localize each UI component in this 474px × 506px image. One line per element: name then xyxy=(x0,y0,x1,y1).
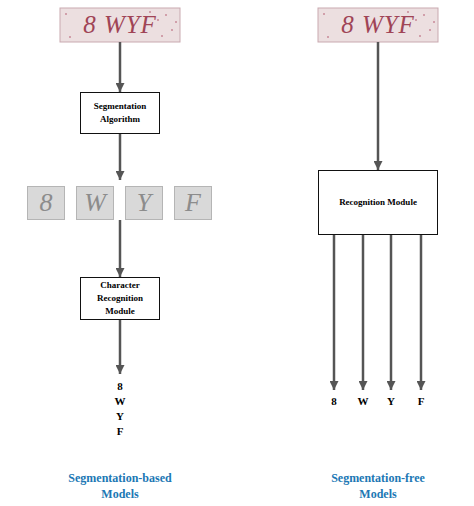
captcha-image xyxy=(60,8,180,42)
noise-dot xyxy=(415,19,417,21)
output-character: Y xyxy=(116,410,124,422)
noise-dot xyxy=(175,21,177,23)
output-character: F xyxy=(418,395,425,407)
output-character: F xyxy=(117,425,124,437)
flow-arrow xyxy=(377,42,380,170)
output-arrow xyxy=(362,235,365,390)
captcha-text: 8 WYF xyxy=(83,11,157,39)
noise-dot xyxy=(171,29,173,31)
output-character: 8 xyxy=(117,380,123,392)
model-caption: Segmentation-based Models xyxy=(58,471,183,502)
flow-arrow xyxy=(119,42,122,92)
character-image: 8 xyxy=(27,186,65,220)
output-arrows xyxy=(120,235,421,390)
output-arrow xyxy=(390,235,393,390)
flow-arrow xyxy=(119,220,122,277)
segmented-characters: 8WYF xyxy=(27,180,212,220)
process-box: Segmentation Algorithm xyxy=(80,92,160,134)
noise-dot xyxy=(419,35,421,37)
output-character: W xyxy=(115,395,126,407)
character-image: W xyxy=(76,186,114,220)
output-character: W xyxy=(358,395,369,407)
connectors xyxy=(120,42,378,277)
character-image: F xyxy=(174,186,212,220)
output-character: Y xyxy=(387,395,395,407)
character-image: Y xyxy=(125,186,163,220)
output-arrow xyxy=(119,320,122,374)
box-label: Recognition Module xyxy=(339,196,417,209)
captcha-image xyxy=(318,8,438,42)
process-box: Character Recognition Module xyxy=(80,277,160,320)
output-character: 8 xyxy=(331,395,337,407)
noise-dot xyxy=(429,29,431,31)
model-caption: Segmentation-free Models xyxy=(316,471,441,502)
captcha-image: 8 WYF xyxy=(60,8,180,42)
flow-arrow xyxy=(119,134,122,180)
output-arrow xyxy=(420,235,423,390)
noise-dot xyxy=(327,36,329,38)
box-label: Character Recognition Module xyxy=(83,279,157,318)
captcha-text: 8 WYF xyxy=(341,11,415,39)
captcha-noise xyxy=(323,11,435,38)
noise-dot xyxy=(157,19,159,21)
output-arrow xyxy=(333,235,336,390)
box-label: Segmentation Algorithm xyxy=(83,100,157,126)
noise-dot xyxy=(65,13,67,15)
captcha-image: 8 WYF xyxy=(318,8,438,42)
captcha-noise xyxy=(65,11,177,38)
noise-dot xyxy=(69,36,71,38)
noise-dot xyxy=(161,35,163,37)
noise-dot xyxy=(165,14,167,16)
noise-dot xyxy=(423,14,425,16)
process-box: Recognition Module xyxy=(318,170,438,235)
noise-dot xyxy=(323,13,325,15)
noise-dot xyxy=(433,21,435,23)
